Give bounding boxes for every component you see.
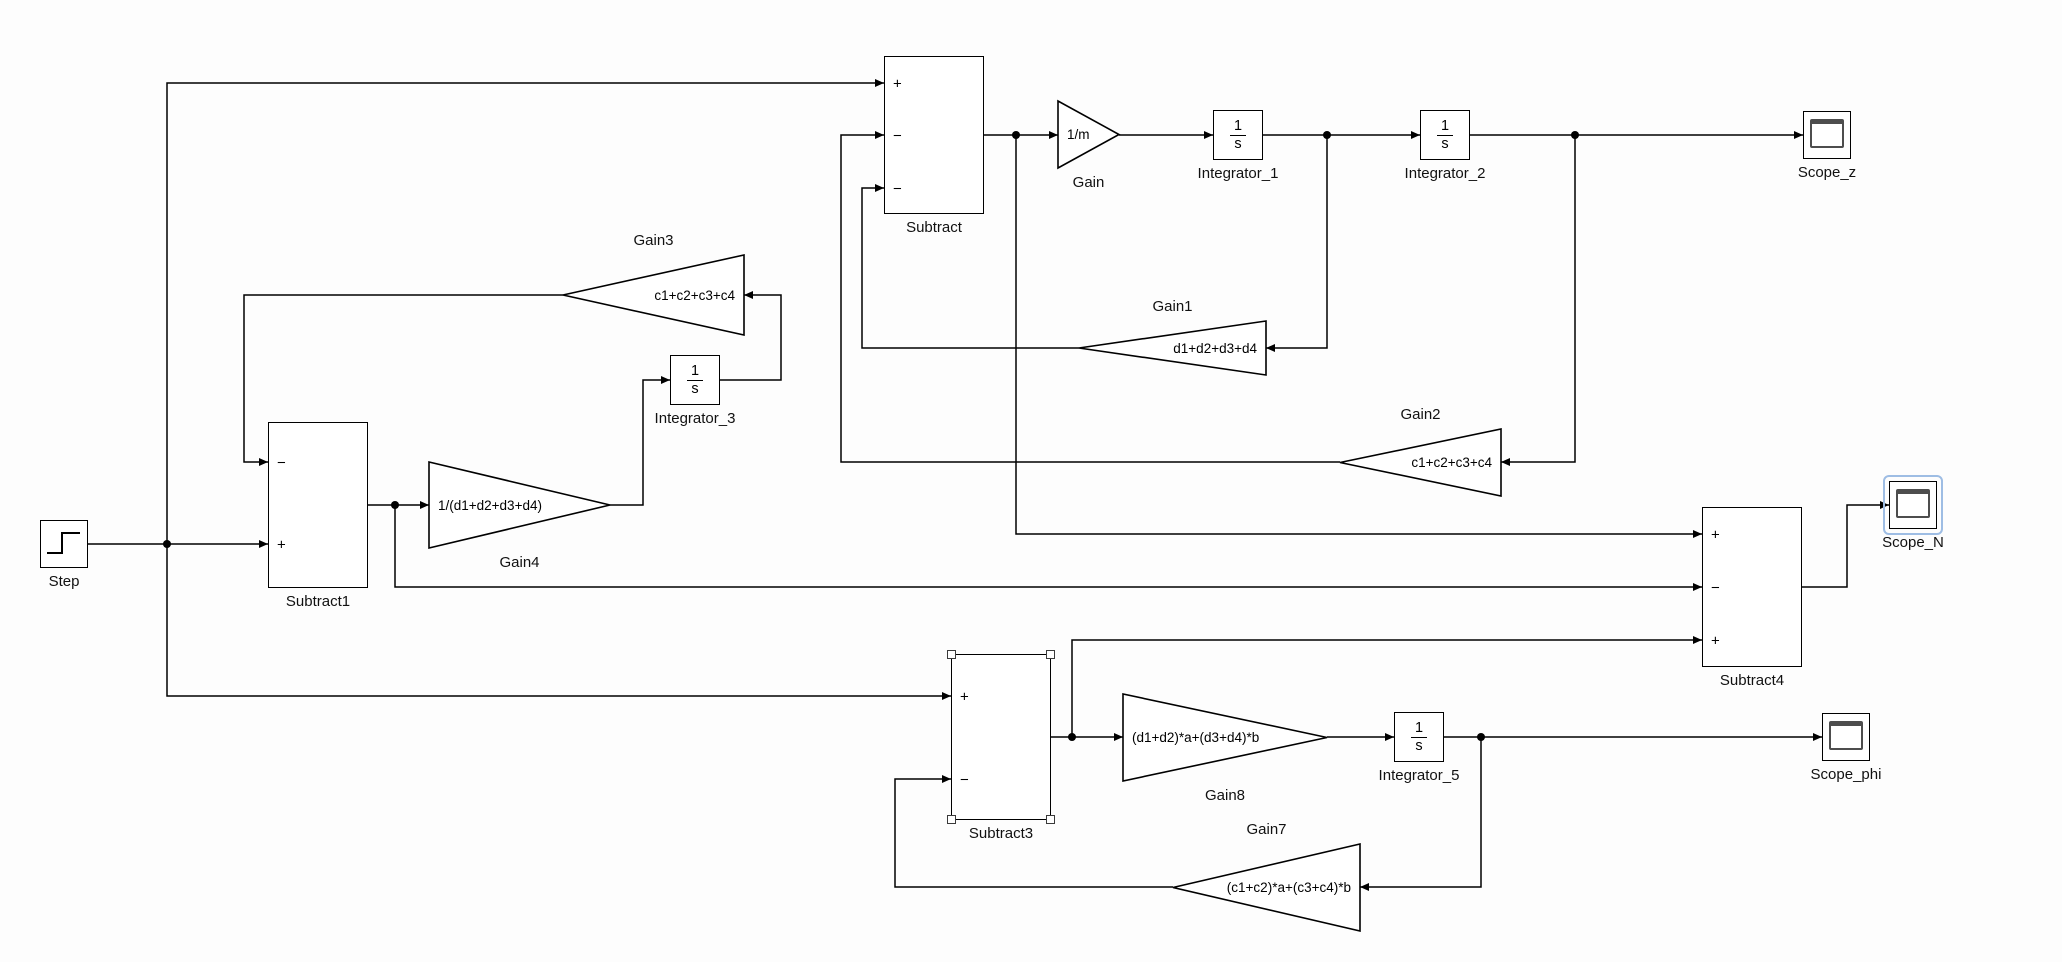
- gain-expression: c1+c2+c3+c4: [654, 287, 735, 303]
- selection-handle[interactable]: [1046, 650, 1055, 659]
- block-step[interactable]: Step: [40, 520, 88, 590]
- wire-integrator2-to-gain2[interactable]: [1501, 135, 1576, 466]
- gain-triangle: [562, 254, 745, 336]
- block-label: Step: [48, 573, 80, 590]
- gain-expression: 1/m: [1067, 127, 1090, 142]
- block-integrator-2[interactable]: 1 s Integrator_2: [1405, 110, 1485, 182]
- wire-junction: [1571, 131, 1579, 139]
- block-integrator-3[interactable]: 1 s Integrator_3: [655, 355, 735, 427]
- scope-screen-icon: [1896, 489, 1930, 518]
- wire-integrator5-to-gain7[interactable]: [1360, 737, 1482, 891]
- block-scope-z[interactable]: Scope_z: [1798, 111, 1856, 181]
- selection-handle[interactable]: [1046, 815, 1055, 824]
- wire-step-to-subtract[interactable]: [166, 79, 884, 544]
- port-sign: −: [1711, 579, 1720, 597]
- block-label: Gain2: [1400, 406, 1441, 423]
- gain-triangle: [1078, 320, 1267, 376]
- block-label: Subtract: [906, 219, 962, 236]
- step-signal-icon: [47, 532, 80, 554]
- block-label: Subtract1: [285, 593, 351, 610]
- port-sign: −: [893, 180, 902, 198]
- block-label: Scope_N: [1882, 534, 1944, 551]
- port-sign: +: [893, 75, 902, 93]
- wire-gain3-to-subtract1[interactable]: [243, 294, 563, 466]
- wire-subtract1-to-subtract4[interactable]: [394, 505, 1702, 591]
- block-gain2[interactable]: c1+c2+c3+c4 Gain2: [1339, 406, 1502, 497]
- wire-subtract4-to-scopen[interactable]: [1802, 501, 1889, 588]
- transfer-function: 1 s: [1229, 118, 1247, 152]
- gain-triangle: [428, 460, 611, 550]
- port-sign: +: [1711, 526, 1720, 544]
- port-sign: +: [960, 688, 969, 706]
- block-gain1[interactable]: d1+d2+d3+d4 Gain1: [1078, 298, 1267, 376]
- scope-screen-icon: [1810, 119, 1844, 148]
- block-gain7[interactable]: (c1+c2)*a+(c3+c4)*b Gain7: [1172, 821, 1361, 933]
- block-subtract1[interactable]: − + Subtract1: [268, 422, 368, 610]
- gain-triangle: [1057, 99, 1121, 170]
- block-label: Subtract3: [968, 825, 1034, 842]
- block-scope-phi[interactable]: Scope_phi: [1811, 713, 1881, 783]
- port-sign: +: [277, 536, 286, 554]
- wire-junction: [163, 540, 171, 548]
- scope-screen-icon: [1829, 721, 1863, 750]
- block-integrator-5[interactable]: 1 s Integrator_5: [1379, 712, 1459, 784]
- wire-subtract3-to-subtract4[interactable]: [1071, 636, 1702, 737]
- gain-triangle: [1122, 693, 1328, 782]
- gain-expression: d1+d2+d3+d4: [1173, 340, 1257, 356]
- block-gain4[interactable]: 1/(d1+d2+d3+d4) Gain4: [428, 460, 611, 571]
- block-gain8[interactable]: (d1+d2)*a+(d3+d4)*b Gain8: [1122, 693, 1328, 804]
- wire-subtract-to-subtract4[interactable]: [1015, 135, 1702, 538]
- block-label: Gain4: [499, 554, 540, 571]
- wire-junction: [391, 501, 399, 509]
- block-label: Gain7: [1246, 821, 1287, 838]
- block-label: Scope_z: [1797, 164, 1857, 181]
- block-gain3[interactable]: c1+c2+c3+c4 Gain3: [562, 232, 745, 336]
- wire-gain2-to-subtract[interactable]: [840, 131, 1340, 463]
- block-integrator-1[interactable]: 1 s Integrator_1: [1198, 110, 1278, 182]
- block-label: Subtract4: [1719, 672, 1785, 689]
- gain-expression: (c1+c2)*a+(c3+c4)*b: [1226, 880, 1351, 895]
- block-label: Scope_phi: [1810, 766, 1882, 783]
- transfer-function: 1 s: [1436, 118, 1454, 152]
- block-gain[interactable]: 1/m Gain: [1057, 99, 1121, 191]
- block-label: Integrator_3: [654, 410, 736, 427]
- port-sign: −: [277, 454, 286, 472]
- wire-gain7-to-subtract3[interactable]: [894, 775, 1173, 888]
- block-subtract[interactable]: + − − Subtract: [884, 56, 984, 236]
- transfer-function: 1 s: [1410, 720, 1428, 754]
- selection-handle[interactable]: [947, 815, 956, 824]
- block-label: Gain8: [1204, 787, 1246, 804]
- wire-gain4-to-integrator3[interactable]: [610, 376, 670, 506]
- wire-junction: [1477, 733, 1485, 741]
- port-sign: +: [1711, 632, 1720, 650]
- wire-gain1-to-subtract[interactable]: [861, 184, 1079, 349]
- gain-expression: (d1+d2)*a+(d3+d4)*b: [1132, 730, 1260, 745]
- transfer-function: 1 s: [686, 363, 704, 397]
- wire-integrator3-to-gain3[interactable]: [720, 291, 782, 381]
- port-sign: −: [960, 771, 969, 789]
- wire-integrator1-to-gain1[interactable]: [1266, 135, 1328, 352]
- gain-expression: c1+c2+c3+c4: [1411, 455, 1492, 470]
- gain-triangle: [1172, 842, 1361, 933]
- block-label: Integrator_2: [1404, 165, 1486, 182]
- block-label: Gain3: [633, 232, 674, 249]
- wire-junction: [1068, 733, 1076, 741]
- block-label: Gain: [1072, 174, 1105, 191]
- block-label: Gain1: [1152, 298, 1193, 315]
- block-label: Integrator_5: [1378, 767, 1460, 784]
- port-sign: −: [893, 127, 902, 145]
- wire-step-to-subtract3[interactable]: [166, 544, 951, 700]
- block-subtract3[interactable]: + − Subtract3: [947, 650, 1055, 842]
- selection-handle[interactable]: [947, 650, 956, 659]
- wire-junction: [1012, 131, 1020, 139]
- block-subtract4[interactable]: + − + Subtract4: [1702, 507, 1802, 689]
- wire-junction: [1323, 131, 1331, 139]
- gain-triangle: [1339, 428, 1502, 497]
- block-scope-n[interactable]: Scope_N: [1882, 475, 1944, 551]
- block-label: Integrator_1: [1197, 165, 1279, 182]
- gain-expression: 1/(d1+d2+d3+d4): [438, 497, 542, 513]
